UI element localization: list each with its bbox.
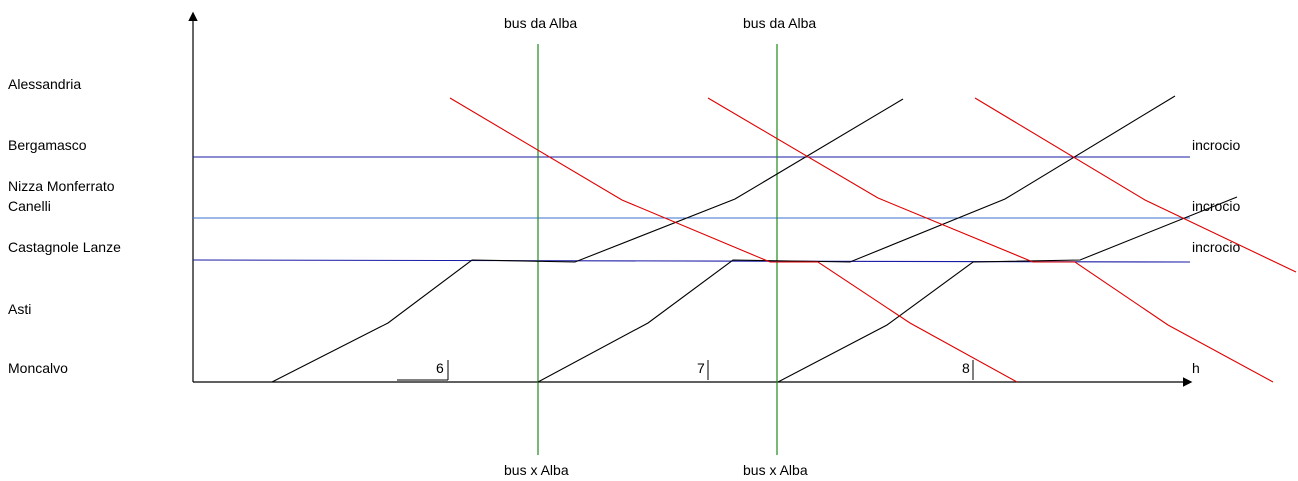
bus-label-bottom-2: bus x Alba <box>743 462 808 478</box>
station-label-alessandria: Alessandria <box>8 76 81 92</box>
southbound-train-2 <box>707 97 1274 383</box>
station-label-asti: Asti <box>8 301 31 317</box>
hour-tick-label: 7 <box>697 360 705 376</box>
northbound-train-1 <box>271 98 904 383</box>
hour-tick-7: 7 <box>697 360 709 380</box>
hour-tick-6: 6 <box>397 360 449 381</box>
bus-label-top-2: bus da Alba <box>743 15 816 31</box>
crossing-label-bergamasco: incrocio <box>1192 137 1240 153</box>
station-label-castagnole-lanze: Castagnole Lanze <box>8 239 121 255</box>
station-label-canelli: Canelli <box>8 198 51 214</box>
station-label-moncalvo: Moncalvo <box>8 360 68 376</box>
northbound-train-3 <box>777 196 1238 383</box>
southbound-train-3 <box>974 97 1297 273</box>
crossing-line-castagnole-lanze <box>192 259 1191 263</box>
bus-label-bottom-1: bus x Alba <box>504 462 569 478</box>
hour-tick-label: 6 <box>436 360 444 376</box>
hour-tick-label: 8 <box>962 360 970 376</box>
time-unit-label: h <box>1192 360 1200 376</box>
northbound-train-2 <box>537 95 1176 383</box>
southbound-train-1 <box>449 97 1018 383</box>
bus-label-top-1: bus da Alba <box>504 15 577 31</box>
hour-tick-8: 8 <box>962 360 974 380</box>
station-label-nizza-monferrato: Nizza Monferrato <box>8 178 115 194</box>
crossing-label-castagnole-lanze: incrocio <box>1192 239 1240 255</box>
station-label-bergamasco: Bergamasco <box>8 137 87 153</box>
